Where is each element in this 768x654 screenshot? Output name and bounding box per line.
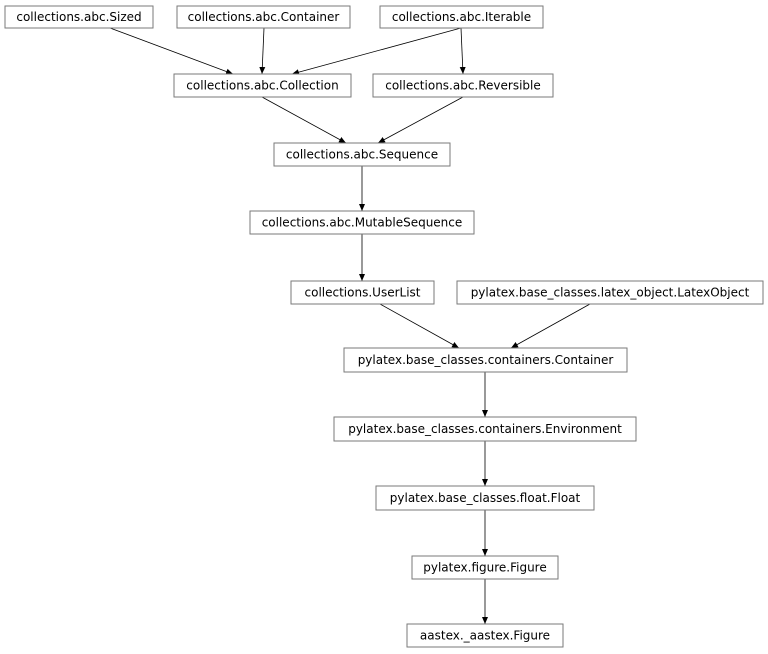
node-label: collections.UserList [305,286,421,300]
node-label: pylatex.figure.Figure [423,561,547,575]
edges-layer [109,27,591,624]
node-label: pylatex.base_classes.float.Float [390,491,581,505]
node-label: collections.abc.Container [188,10,340,24]
node-collections-abc-iterable[interactable]: collections.abc.Iterable [379,5,544,29]
node-label: collections.abc.Collection [186,79,338,93]
node-label: aastex._aastex.Figure [420,629,550,643]
node-collections-abc-mutablesequence[interactable]: collections.abc.MutableSequence [249,210,475,235]
node-collections-abc-reversible[interactable]: collections.abc.Reversible [372,73,554,98]
node-pylatex-float[interactable]: pylatex.base_classes.float.Float [375,485,595,511]
node-pylatex-containers-container[interactable]: pylatex.base_classes.containers.Containe… [343,347,628,373]
node-label: pylatex.base_classes.latex_object.LatexO… [471,286,750,300]
node-label: collections.abc.Sized [16,10,141,24]
node-label: collections.abc.Reversible [385,79,541,93]
edge-iterable-to-reversible [459,27,466,75]
node-label: collections.abc.Iterable [392,10,531,24]
edge-container-to-collection [259,27,266,75]
node-collections-userlist[interactable]: collections.UserList [290,280,435,305]
node-collections-abc-sized[interactable]: collections.abc.Sized [4,5,154,29]
node-label: collections.abc.Sequence [286,148,438,162]
edge-reversible-to-sequence [377,96,464,144]
edge-sized-to-collection [109,27,234,75]
node-collections-abc-sequence[interactable]: collections.abc.Sequence [273,142,451,167]
node-collections-abc-container[interactable]: collections.abc.Container [176,5,351,29]
node-collections-abc-collection[interactable]: collections.abc.Collection [173,73,352,98]
node-pylatex-containers-environment[interactable]: pylatex.base_classes.containers.Environm… [333,416,637,442]
node-label: pylatex.base_classes.containers.Containe… [358,353,614,367]
edge-collection-to-sequence [261,96,347,144]
node-pylatex-figure[interactable]: pylatex.figure.Figure [411,555,559,580]
node-label: collections.abc.MutableSequence [262,216,463,230]
node-aastex-figure[interactable]: aastex._aastex.Figure [406,623,564,648]
edge-user-list-to-pylatex-container [379,303,460,349]
node-pylatex-latexobject[interactable]: pylatex.base_classes.latex_object.LatexO… [456,280,764,305]
edge-iterable-to-collection [291,27,462,76]
node-label: pylatex.base_classes.containers.Environm… [348,422,622,436]
edge-latex-object-to-pylatex-container [510,303,591,349]
